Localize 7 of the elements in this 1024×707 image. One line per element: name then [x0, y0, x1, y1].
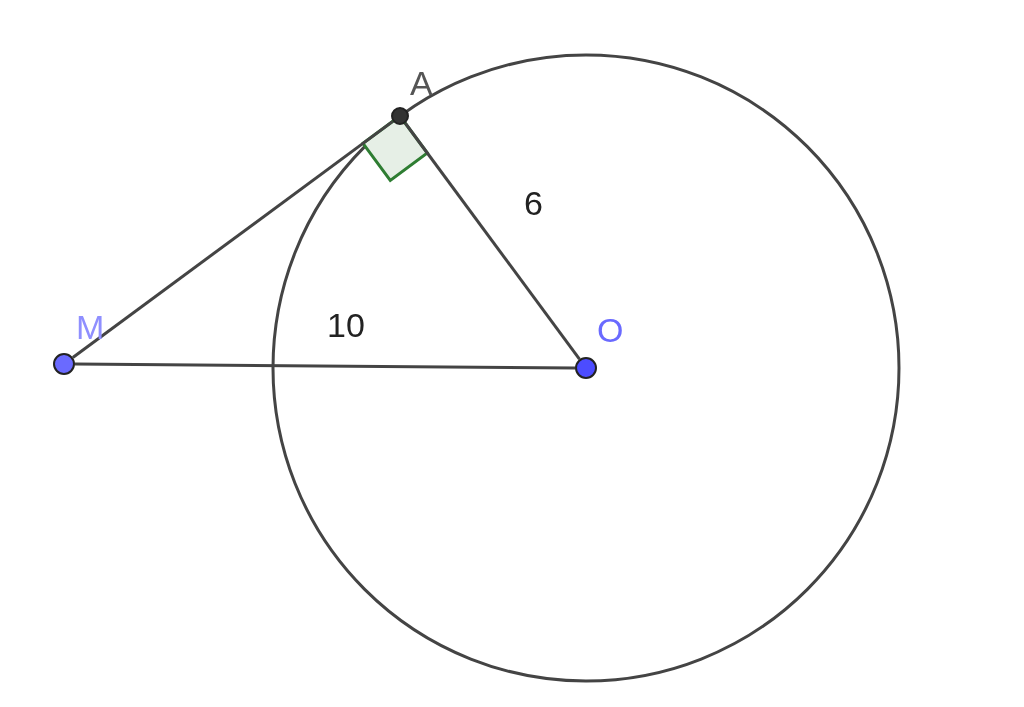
line-segment — [75, 362, 575, 370]
point-label: M — [76, 310, 105, 344]
point — [575, 357, 597, 379]
point — [391, 107, 409, 125]
point — [53, 353, 75, 375]
point-label: A — [410, 66, 433, 100]
point-label: O — [597, 313, 624, 347]
